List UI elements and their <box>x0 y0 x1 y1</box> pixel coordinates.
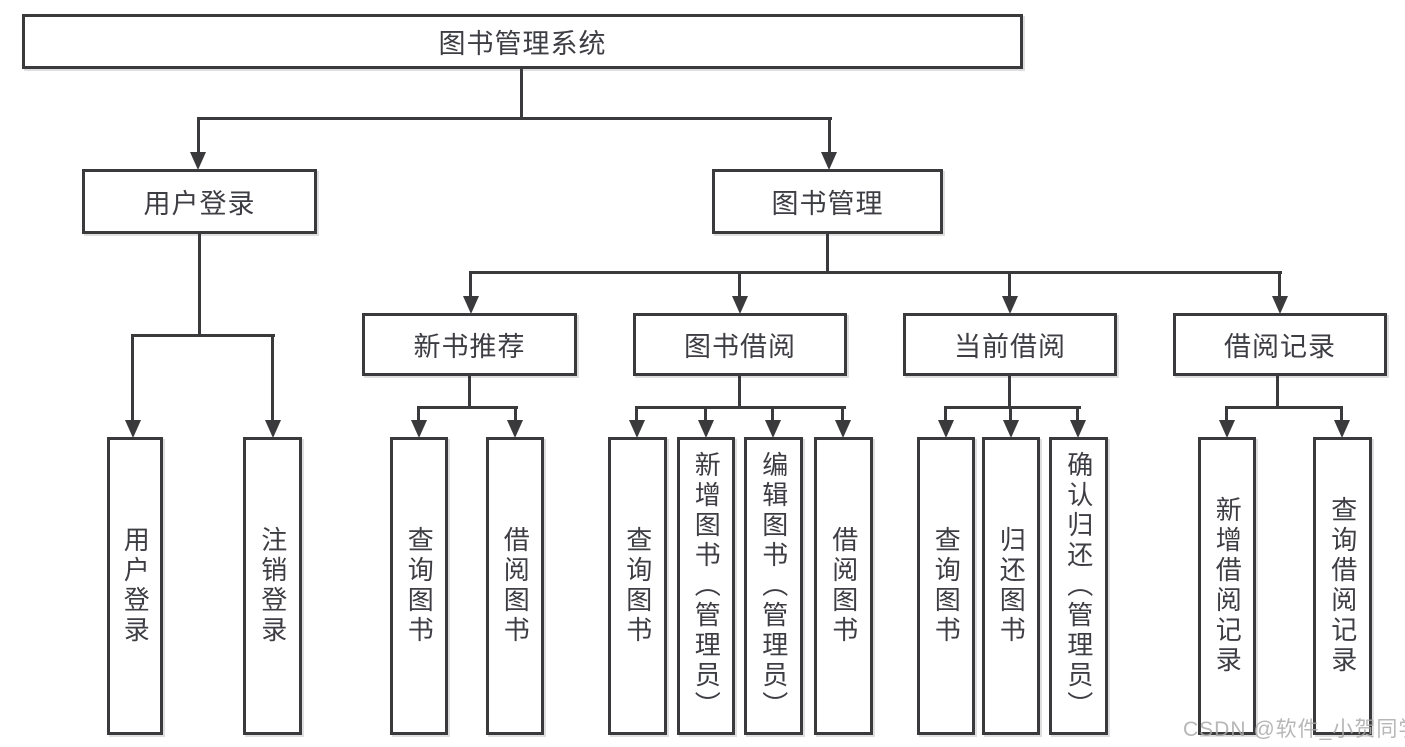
connector-bookmgmt-rail <box>469 271 1282 274</box>
leaf-user-login: 用户登录 <box>107 437 163 735</box>
connector-drop-new-books <box>469 271 472 299</box>
node-book-management: 图书管理 <box>712 169 943 234</box>
leaf-br-query-record: 查询借阅记录 <box>1313 437 1372 735</box>
leaf-bb-edit-books-admin: 编辑图书（管理员） <box>744 437 803 735</box>
node-current-borrowing: 当前借阅 <box>903 313 1117 376</box>
connector-drop-leaf-logout <box>271 334 274 424</box>
arrowhead-to-leaf-cb-query <box>938 420 954 438</box>
connector-drop-nb2 <box>514 406 517 424</box>
node-book-borrowing: 图书借阅 <box>633 313 847 376</box>
leaf-br-add-record: 新增借阅记录 <box>1198 437 1256 735</box>
arrowhead-to-leaf-cb-return <box>1003 420 1019 438</box>
connector-newbooks-rail <box>417 406 518 409</box>
connector-records-stem <box>1276 376 1279 409</box>
arrowhead-to-borrow-records <box>1272 296 1288 314</box>
arrowhead-to-leaf-cb-confirm <box>1070 420 1086 438</box>
connector-currentborrow-rail <box>944 406 1081 409</box>
connector-drop-bb2 <box>704 406 707 424</box>
connector-drop-current-borrow <box>1008 271 1011 299</box>
connector-root-stem <box>520 69 523 119</box>
connector-drop-cb3 <box>1076 406 1079 424</box>
arrowhead-to-book-management <box>821 152 837 170</box>
arrowhead-to-user-login-module <box>190 152 206 170</box>
arrowhead-to-leaf-bb-query <box>629 420 645 438</box>
connector-drop-bb3 <box>771 406 774 424</box>
connector-userlogin-rail <box>131 334 275 337</box>
csdn-watermark: CSDN @软件_小贺同学 <box>1183 718 1405 741</box>
connector-drop-nb1 <box>417 406 420 424</box>
arrowhead-to-leaf-nb-borrow <box>507 420 523 438</box>
connector-drop-br2 <box>1340 406 1343 424</box>
connector-bookborrow-stem <box>738 376 741 409</box>
arrowhead-to-new-book-recommend <box>463 296 479 314</box>
connector-drop-book-borrow <box>738 271 741 299</box>
leaf-bb-query-books: 查询图书 <box>608 437 667 735</box>
arrowhead-to-leaf-br-add <box>1219 420 1235 438</box>
leaf-nb-borrow-books: 借阅图书 <box>486 437 544 735</box>
leaf-nb-query-books: 查询图书 <box>390 437 448 735</box>
arrowhead-to-leaf-br-query <box>1334 420 1350 438</box>
connector-bookmgmt-stem <box>826 234 829 274</box>
connector-drop-cb2 <box>1009 406 1012 424</box>
arrowhead-to-leaf-nb-query <box>411 420 427 438</box>
arrowhead-to-leaf-user-login <box>125 420 141 438</box>
connector-drop-bb1 <box>635 406 638 424</box>
connector-newbooks-stem <box>468 376 471 409</box>
leaf-cb-query-books: 查询图书 <box>917 437 975 735</box>
connector-drop-book-mgmt <box>828 117 831 155</box>
leaf-bb-borrow-books: 借阅图书 <box>814 437 873 735</box>
connector-currentborrow-stem <box>1008 376 1011 409</box>
leaf-cb-confirm-return-admin: 确认归还（管理员） <box>1049 437 1108 735</box>
connector-drop-borrow-records <box>1278 271 1281 299</box>
arrowhead-to-leaf-bb-borrow <box>835 420 851 438</box>
connector-drop-br1 <box>1225 406 1228 424</box>
arrowhead-to-leaf-bb-add <box>698 420 714 438</box>
arrowhead-to-current-borrowing <box>1002 296 1018 314</box>
leaf-bb-add-books-admin: 新增图书（管理员） <box>677 437 735 735</box>
connector-drop-user-login <box>197 117 200 155</box>
leaf-logout: 注销登录 <box>243 437 302 735</box>
connector-userlogin-stem <box>198 234 201 337</box>
connector-drop-leaf-login <box>131 334 134 424</box>
arrowhead-to-leaf-bb-edit <box>765 420 781 438</box>
connector-root-rail <box>197 117 832 120</box>
node-borrow-records: 借阅记录 <box>1173 313 1387 376</box>
connector-drop-bb4 <box>841 406 844 424</box>
node-user-login-module: 用户登录 <box>82 169 317 234</box>
node-library-system: 图书管理系统 <box>22 14 1023 69</box>
connector-records-rail <box>1225 406 1343 409</box>
leaf-cb-return-books: 归还图书 <box>982 437 1040 735</box>
node-new-book-recommend: 新书推荐 <box>362 313 577 376</box>
connector-drop-cb1 <box>944 406 947 424</box>
arrowhead-to-leaf-logout <box>265 420 281 438</box>
connector-bookborrow-rail <box>635 406 846 409</box>
arrowhead-to-book-borrowing <box>732 296 748 314</box>
